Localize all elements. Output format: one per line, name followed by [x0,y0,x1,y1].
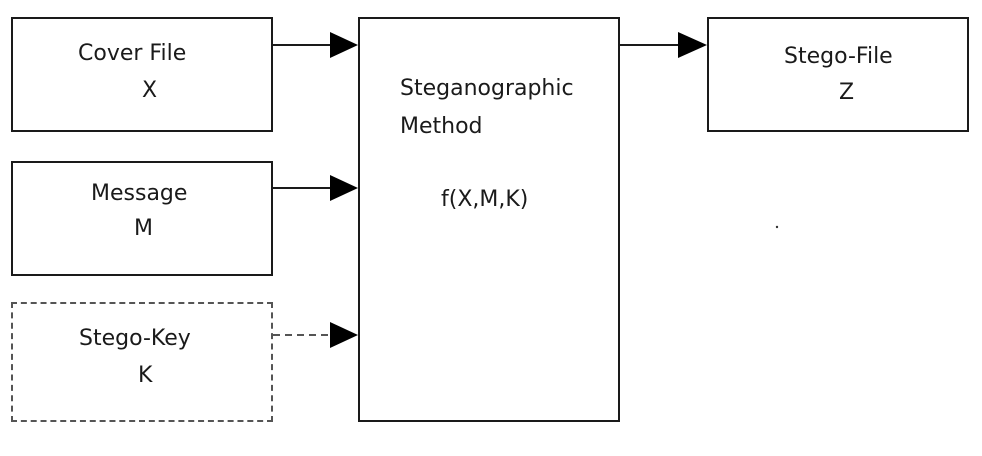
cover-file-title: Cover File [78,41,187,66]
method-title-line2: Method [400,114,483,139]
stego-key-symbol: K [138,363,153,388]
message-title: Message [91,181,188,206]
arrow-cover-to-method-head [330,32,358,58]
method-function: f(X,M,K) [441,187,529,212]
stray-dot [775,225,779,229]
message-box: Message M [11,161,273,276]
stego-file-title: Stego-File [784,44,893,69]
cover-file-symbol: X [142,78,158,103]
method-title-line1: Steganographic [400,76,574,101]
steganographic-method-box: Steganographic Method f(X,M,K) [358,17,620,422]
message-symbol: M [134,216,153,241]
stego-key-title: Stego-Key [79,326,191,351]
cover-file-box: Cover File X [11,17,273,132]
arrow-message-to-method-head [330,175,358,201]
arrow-key-to-method-head [330,322,358,348]
arrow-method-to-stegofile-head [678,32,707,58]
stego-file-box: Stego-File Z [707,17,969,132]
stego-key-box: Stego-Key K [11,302,273,422]
stego-file-symbol: Z [839,80,855,105]
